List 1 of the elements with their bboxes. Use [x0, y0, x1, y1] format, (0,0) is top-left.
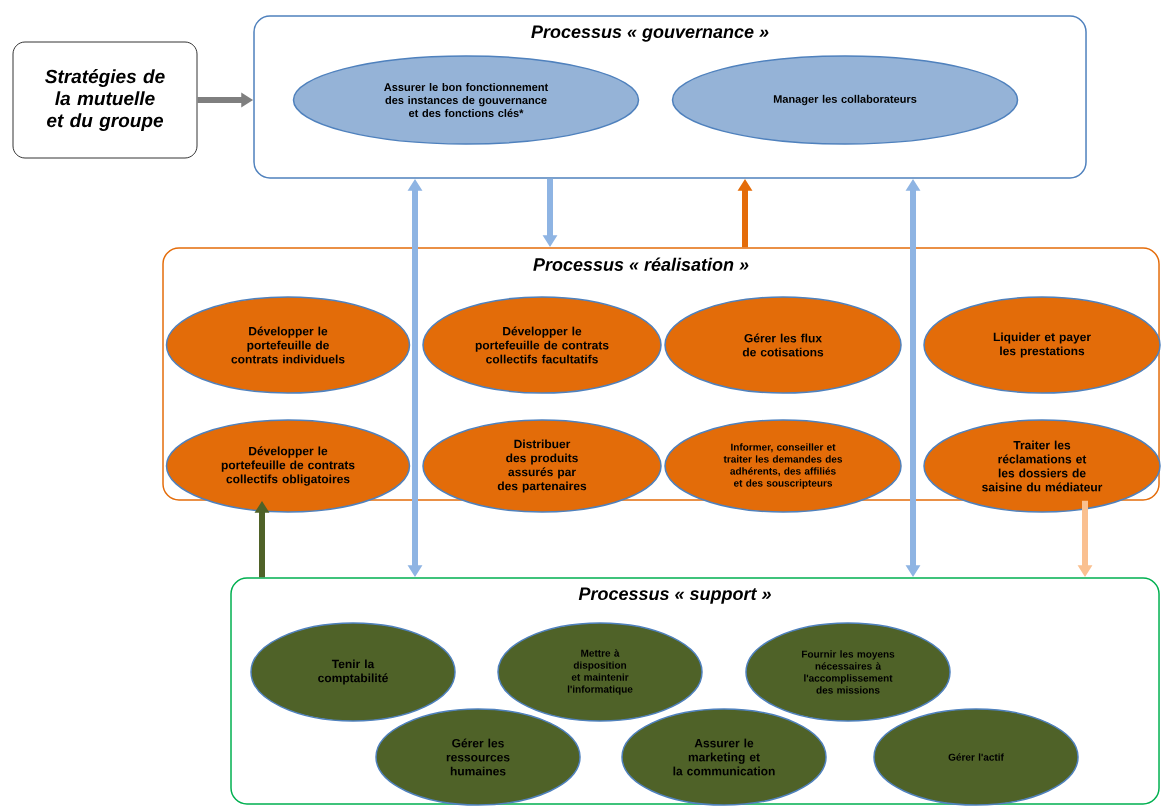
- strategy-box: Stratégies de la mutuelle et du groupe: [12, 41, 198, 159]
